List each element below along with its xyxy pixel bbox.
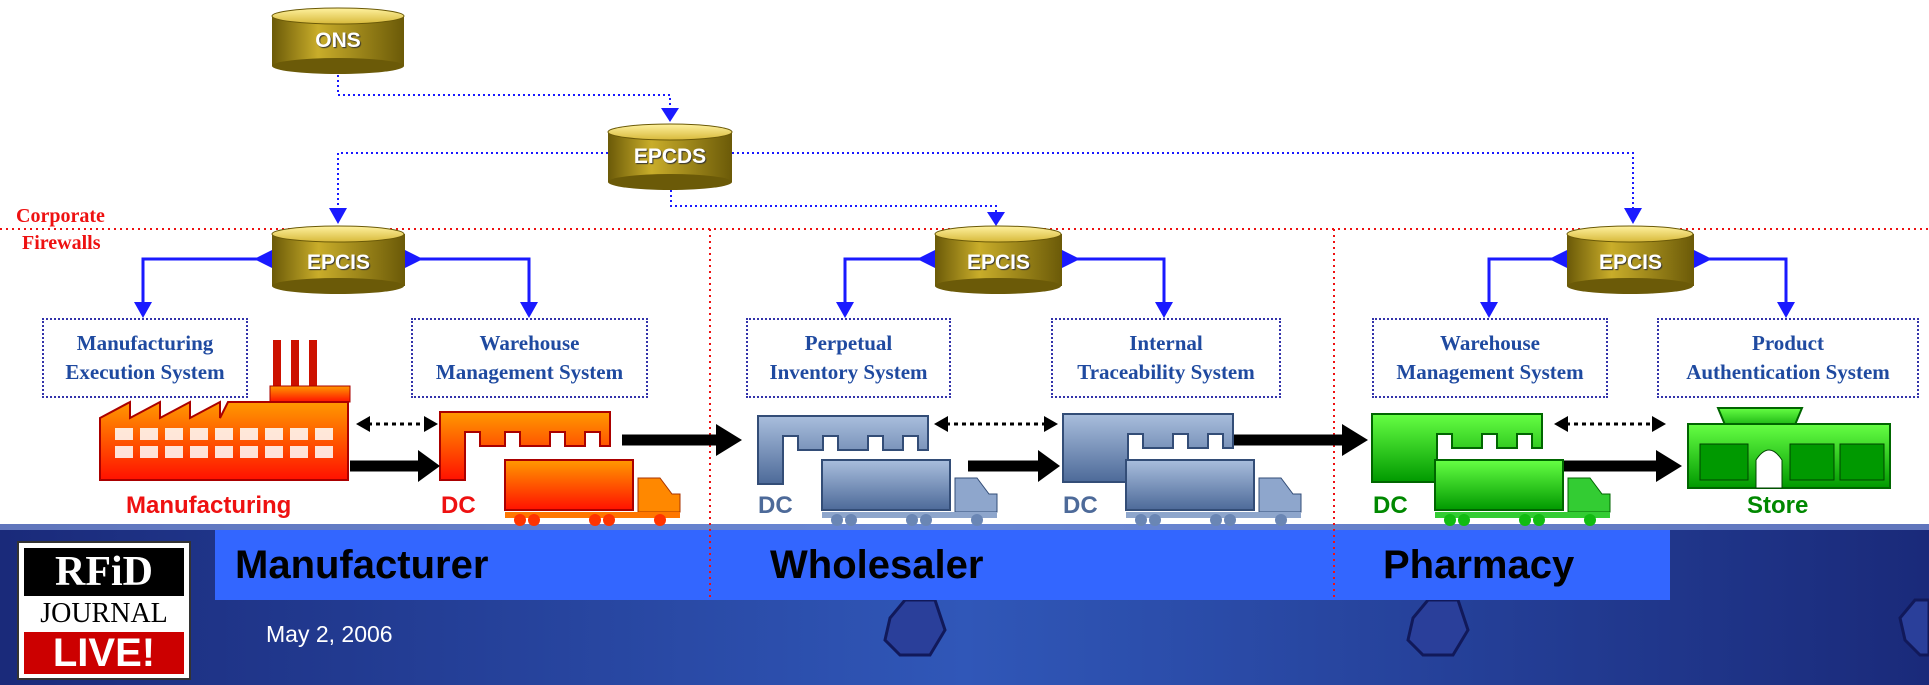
epcis-database-icon (934, 225, 1062, 294)
firewall-line1: Corporate (16, 205, 105, 227)
epcis-label: EPCIS (306, 251, 371, 274)
system-label: Management System (1396, 360, 1584, 384)
epcis-label: EPCIS (966, 251, 1031, 274)
ons-label: ONS (315, 29, 361, 52)
manufacturer-band-label: Manufacturer (235, 543, 489, 587)
truck-icon (821, 459, 998, 526)
epcis-label: EPCIS (1598, 251, 1663, 274)
system-label: Product (1752, 331, 1824, 355)
logo-rfid-text: RFiD (55, 549, 153, 595)
epcds-database-icon (607, 123, 733, 190)
truck-icon (504, 459, 681, 526)
store-icon (1687, 407, 1891, 489)
footer-date: May 2, 2006 (266, 621, 393, 647)
internal-traceability-system-box: Internal Traceability System (1051, 318, 1281, 398)
stage-band (215, 530, 1670, 600)
truck-icon (1125, 459, 1302, 526)
manufacturing-execution-system-box: Manufacturing Execution System (42, 318, 248, 398)
warehouse-management-system-box: Warehouse Management System (411, 318, 648, 398)
dc-warehouse-icon (1062, 413, 1234, 483)
epcis-system-connectors (141, 257, 1788, 305)
flow-arrows (350, 424, 1682, 482)
corporate-firewalls-label: Corporate Firewalls (16, 203, 105, 257)
system-label: Execution System (65, 360, 225, 384)
system-label: Inventory System (769, 360, 928, 384)
rfid-journal-logo (17, 541, 191, 680)
system-label: Authentication System (1686, 360, 1890, 384)
factory-icon (99, 340, 351, 481)
dc-caption: DC (758, 492, 793, 519)
pharmacy-band-label: Pharmacy (1383, 543, 1575, 587)
epcds-label: EPCDS (633, 145, 707, 168)
info-exchange-arrows (356, 416, 1666, 432)
epcis-database-icon (1566, 225, 1694, 294)
warehouse-management-system-box: Warehouse Management System (1372, 318, 1608, 398)
system-label: Management System (435, 360, 624, 384)
wholesaler-band-label: Wholesaler (770, 543, 984, 587)
store-caption: Store (1747, 492, 1809, 519)
product-authentication-system-box: Product Authentication System (1657, 318, 1919, 398)
dc-warehouse-icon (439, 411, 611, 481)
system-label: Warehouse (479, 331, 580, 355)
perpetual-inventory-system-box: Perpetual Inventory System (746, 318, 951, 398)
system-label: Perpetual (804, 331, 893, 355)
system-label: Manufacturing (76, 331, 214, 355)
manufacturing-caption: Manufacturing (126, 492, 292, 519)
ons-database-icon (271, 7, 405, 74)
system-label: Traceability System (1077, 360, 1255, 384)
firewall-line2: Firewalls (22, 232, 101, 254)
epcds-to-epcis3-connector (732, 152, 1634, 218)
dc-caption: DC (441, 492, 476, 519)
logo-journal-text: JOURNAL (40, 598, 168, 629)
truck-icon (1434, 459, 1611, 526)
logo-live-text: LIVE! (52, 631, 156, 675)
dc-warehouse-icon (1371, 413, 1543, 483)
epcds-to-epcis1-connector (337, 152, 608, 218)
dc-warehouse-icon (757, 415, 929, 485)
epcis-database-icon (271, 225, 405, 294)
epcds-to-epcis2-connector (670, 185, 997, 222)
dc-caption: DC (1373, 492, 1408, 519)
ons-to-epcds-connector (337, 70, 671, 118)
dc-caption: DC (1063, 492, 1098, 519)
system-label: Warehouse (1440, 331, 1540, 355)
system-label: Internal (1129, 331, 1203, 355)
